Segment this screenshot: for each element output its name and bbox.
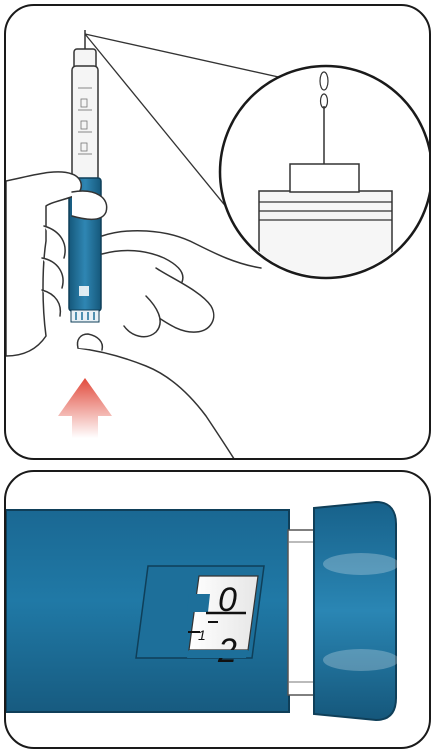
illustration-panel-dose-window: 1 0 2: [4, 470, 431, 749]
dose-main-number: 0: [218, 581, 237, 619]
tap-pen-illustration: [6, 6, 431, 460]
finger-tapping-icon: [77, 231, 261, 460]
dose-counter-window-icon: 1 0 2: [136, 566, 264, 670]
pen-shaft: [288, 530, 314, 695]
dose-window-illustration: 1 0 2: [6, 472, 431, 749]
cartridge-holder: [72, 66, 98, 181]
dose-side-number: 1: [198, 627, 206, 643]
dose-selector-icon: [314, 502, 399, 720]
up-arrow-icon: [58, 378, 112, 438]
illustration-panel-tap-pen: [4, 4, 431, 460]
